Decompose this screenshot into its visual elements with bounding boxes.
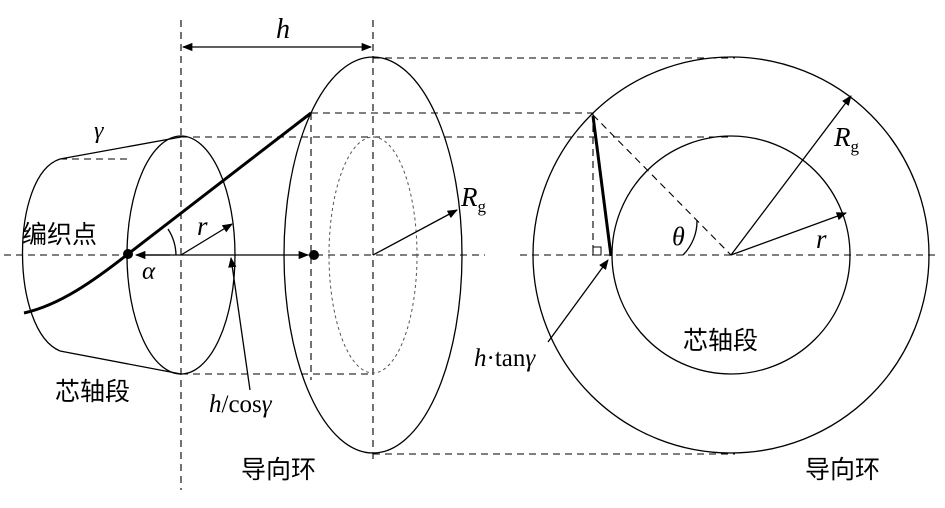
mandrel-left-label: 芯轴段 [55, 377, 130, 406]
theta-ray [592, 114, 732, 256]
h-over-cos-fn: /cos [222, 391, 262, 418]
rg-right-subscript: g [851, 137, 860, 156]
projected-point-marker [309, 250, 319, 260]
gamma-label: γ [94, 118, 104, 144]
rg-mid-label: Rg [460, 182, 487, 216]
h-over-cos-leader [228, 256, 251, 391]
r-right-arrow [730, 212, 847, 256]
rg-mid-arrow [372, 209, 458, 256]
guide-ring-right-label: 导向环 [805, 455, 880, 484]
yarn-projection-right [591, 115, 613, 257]
h-tan-fn: ·tan [487, 345, 526, 372]
h-top-label: h [276, 14, 290, 45]
braiding-point-marker [123, 249, 133, 259]
rg-right-symbol: R [833, 122, 851, 152]
guide-ring-inner-ellipse [328, 136, 418, 374]
r-right-label: r [816, 224, 827, 254]
guide-ring-right-outer-circle [532, 56, 930, 454]
guide-ring-left-label: 导向环 [241, 455, 316, 484]
rg-mid-symbol: R [460, 182, 478, 212]
h-tan-leader [547, 259, 609, 343]
theta-label: θ [672, 222, 685, 251]
r-left-label: r [197, 211, 208, 241]
rg-right-label: Rg [833, 122, 860, 156]
h-tan-label: h·tanγ [474, 345, 536, 372]
yarn-path [23, 111, 312, 315]
theta-arc [682, 219, 698, 256]
h-over-cos-h: h [209, 391, 222, 418]
mandrel-right-label: 芯轴段 [683, 326, 758, 355]
h-over-cos-label: h/cosγ [209, 391, 273, 418]
h-over-cos-gamma: γ [262, 391, 273, 418]
h-tan-gamma: γ [525, 345, 536, 372]
r-left-arrow [180, 223, 233, 256]
alpha-label: α [142, 258, 156, 285]
alpha-arc [167, 228, 177, 256]
h-tan-h: h [474, 345, 487, 372]
mandrel-left-bottom-edge [59, 350, 182, 375]
braiding-point-label: 编织点 [22, 220, 97, 249]
rg-mid-subscript: g [478, 197, 487, 216]
rg-right-arrow [730, 95, 852, 256]
mandrel-left-back-arc [21, 158, 61, 352]
mandrel-left-top-edge [59, 136, 182, 160]
right-angle-marker [592, 246, 602, 256]
